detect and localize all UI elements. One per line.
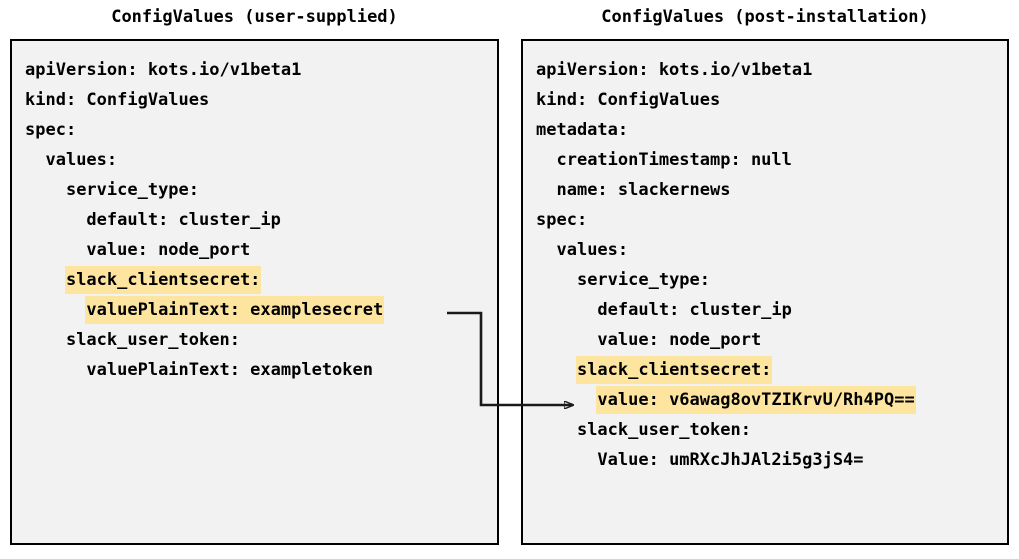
configvalues-post-installation-panel: apiVersion: kots.io/v1beta1 kind: ConfigV… [521,39,1009,545]
yaml-line-text: values: [556,240,629,260]
yaml-line: service_type: [12,175,384,205]
yaml-line: slack_user_token: [12,325,384,355]
yaml-indent [535,330,596,350]
yaml-line-text: apiVersion: kots.io/v1beta1 [25,60,302,80]
yaml-indent [24,360,85,380]
yaml-indent [24,180,65,200]
yaml-indent [535,270,576,290]
yaml-line-text: spec: [536,210,588,230]
yaml-line: slack_clientsecret: [12,265,384,295]
yaml-code-block-post-installation: apiVersion: kots.io/v1beta1 kind: ConfigV… [523,41,916,475]
yaml-line-text: value: node_port [597,330,762,350]
yaml-indent [535,150,555,170]
yaml-indent [535,420,576,440]
yaml-line: slack_user_token: [523,415,916,445]
yaml-indent [535,390,596,410]
yaml-line-text: default: cluster_ip [86,210,281,230]
yaml-line-text: slack_clientsecret: [575,356,773,384]
yaml-indent [24,210,85,230]
yaml-line-text: apiVersion: kots.io/v1beta1 [536,60,813,80]
yaml-indent [24,270,65,290]
yaml-line-text: valuePlainText: examplesecret [85,296,385,324]
yaml-line: slack_clientsecret: [523,355,916,385]
yaml-line: valuePlainText: exampletoken [12,355,384,385]
yaml-line-text: service_type: [65,180,200,200]
yaml-line: creationTimestamp: null [523,145,916,175]
yaml-line: values: [523,235,916,265]
yaml-line: spec: [12,115,384,145]
yaml-line: value: v6awag8ovTZIKrvU/Rh4PQ== [523,385,916,415]
panel-title-user-supplied: ConfigValues (user-supplied) [111,7,398,27]
yaml-line: apiVersion: kots.io/v1beta1 [12,55,384,85]
yaml-line-text: Value: umRXcJhJAl2i5g3jS4= [597,450,864,470]
yaml-line-text: service_type: [576,270,711,290]
yaml-line-text: slack_clientsecret: [64,266,262,294]
yaml-line: values: [12,145,384,175]
yaml-line-text: creationTimestamp: null [556,150,792,170]
yaml-indent [24,330,65,350]
yaml-line: default: cluster_ip [523,295,916,325]
yaml-line-text: kind: ConfigValues [25,90,210,110]
yaml-indent [24,150,44,170]
yaml-line-text: name: slackernews [556,180,731,200]
yaml-code-block-user-supplied: apiVersion: kots.io/v1beta1 kind: ConfigV… [12,41,385,385]
yaml-line: value: node_port [523,325,916,355]
yaml-indent [535,300,596,320]
yaml-line-text: value: node_port [86,240,251,260]
yaml-line-text: slack_user_token: [576,420,751,440]
yaml-indent [24,300,85,320]
yaml-line: value: node_port [12,235,384,265]
yaml-line-text: metadata: [536,120,629,140]
yaml-indent [535,450,596,470]
yaml-line: metadata: [523,115,916,145]
panel-title-post-installation: ConfigValues (post-installation) [601,7,929,27]
yaml-line-text: valuePlainText: exampletoken [86,360,373,380]
configvalues-user-supplied-panel: apiVersion: kots.io/v1beta1 kind: ConfigV… [10,39,499,545]
yaml-line-text: spec: [25,120,77,140]
yaml-line: name: slackernews [523,175,916,205]
yaml-line: kind: ConfigValues [12,85,384,115]
yaml-line: spec: [523,205,916,235]
yaml-line: default: cluster_ip [12,205,384,235]
yaml-line: Value: umRXcJhJAl2i5g3jS4= [523,445,916,475]
yaml-line-text: slack_user_token: [65,330,240,350]
yaml-line-text: value: v6awag8ovTZIKrvU/Rh4PQ== [596,386,916,414]
yaml-indent [535,180,555,200]
yaml-line: kind: ConfigValues [523,85,916,115]
yaml-indent [535,240,555,260]
yaml-line-text: values: [45,150,118,170]
yaml-line: apiVersion: kots.io/v1beta1 [523,55,916,85]
yaml-line-text: kind: ConfigValues [536,90,721,110]
yaml-indent [24,240,85,260]
yaml-line-text: default: cluster_ip [597,300,792,320]
yaml-line: valuePlainText: examplesecret [12,295,385,325]
yaml-indent [535,360,576,380]
yaml-line: service_type: [523,265,916,295]
